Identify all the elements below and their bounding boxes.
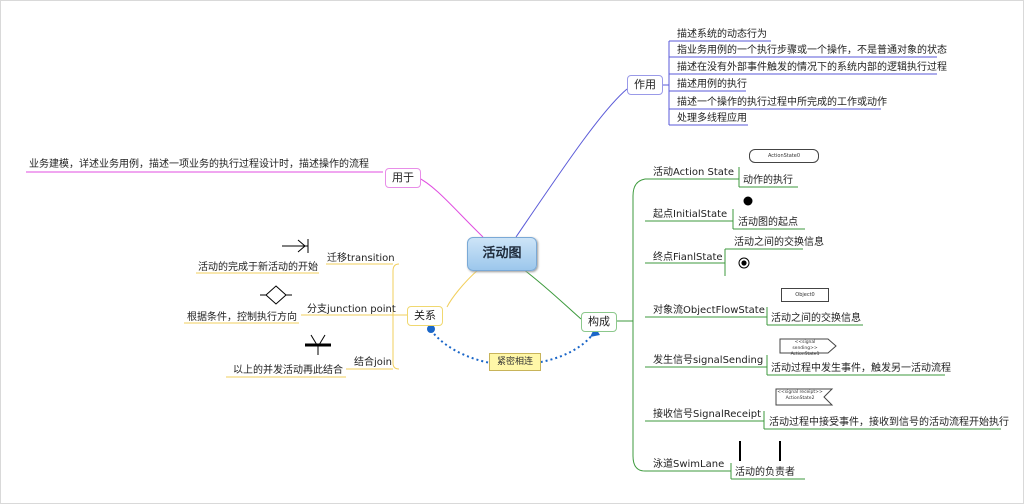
- goucheng-signalreceipt-name[interactable]: 接收信号SignalReceipt: [653, 409, 762, 420]
- goucheng-swimlane-desc[interactable]: 活动的负责者: [735, 467, 795, 478]
- zuoyong-item-6[interactable]: 处理多线程应用: [677, 113, 747, 124]
- goucheng-signalsending-name[interactable]: 发生信号signalSending: [653, 355, 764, 366]
- goucheng-signalsending-desc[interactable]: 活动过程中发生事件，触发另一活动流程: [771, 363, 951, 374]
- goucheng-objectflow-name[interactable]: 对象流ObjectFlowState: [653, 305, 765, 316]
- topic-zuoyong[interactable]: 作用: [627, 75, 663, 95]
- join-bar-icon: [301, 331, 335, 357]
- link-center-yongyu: [416, 176, 484, 238]
- goucheng-final-desc[interactable]: 活动之间的交换信息: [734, 237, 824, 248]
- transition-icon: [276, 236, 316, 256]
- yongyu-item-1[interactable]: 业务建模，详述业务用例，描述一项业务的执行过程设计时，描述操作的流程: [29, 159, 369, 170]
- signal-receipt-shape-label: <<signal receipt>> ActionState2: [777, 390, 823, 401]
- action-state-shape: ActionState0: [749, 149, 819, 163]
- guanxi-junction-desc[interactable]: 根据条件，控制执行方向: [187, 312, 297, 323]
- goucheng-action-desc[interactable]: 动作的执行: [743, 175, 793, 186]
- zuoyong-item-5[interactable]: 描述一个操作的执行过程中所完成的工作或动作: [677, 97, 887, 108]
- relation-label-tag[interactable]: 紧密相连: [489, 353, 541, 371]
- goucheng-item-underlines: [645, 167, 1001, 480]
- goucheng-objectflow-desc[interactable]: 活动之间的交换信息: [771, 313, 861, 324]
- junction-diamond-icon: [258, 282, 294, 308]
- zuoyong-item-4[interactable]: 描述用例的执行: [677, 79, 747, 90]
- topic-guanxi[interactable]: 关系: [407, 306, 443, 326]
- guanxi-transition-name[interactable]: 迁移transition: [327, 253, 395, 264]
- goucheng-final-name[interactable]: 终点FianlState: [653, 252, 723, 263]
- topic-yongyu[interactable]: 用于: [385, 168, 421, 188]
- initial-state-dot-icon: [741, 194, 755, 208]
- topic-goucheng[interactable]: 构成: [581, 312, 617, 332]
- object-flow-shape: Object0: [781, 288, 829, 302]
- guanxi-junction-name[interactable]: 分支junction point: [307, 304, 396, 315]
- goucheng-initial-desc[interactable]: 活动图的起点: [738, 217, 798, 228]
- link-center-guanxi: [446, 268, 480, 308]
- goucheng-initial-name[interactable]: 起点InitialState: [653, 209, 728, 220]
- goucheng-signalreceipt-desc[interactable]: 活动过程中接受事件，接收到信号的活动流程开始执行: [769, 417, 1009, 428]
- swimlane-icon: [736, 439, 786, 463]
- signal-receipt-notch-icon: [774, 387, 834, 407]
- goucheng-action-name[interactable]: 活动Action State: [653, 167, 734, 178]
- central-topic[interactable]: 活动图: [467, 237, 537, 271]
- link-center-zuoyong: [515, 88, 628, 238]
- zuoyong-item-2[interactable]: 指业务用例的一个执行步骤或一个操作，不是普通对象的状态: [677, 45, 947, 56]
- signal-sending-pentagon-icon: [778, 337, 838, 355]
- goucheng-swimlane-name[interactable]: 泳道SwimLane: [653, 459, 725, 470]
- guanxi-item-underlines: [184, 263, 393, 378]
- guanxi-transition-desc[interactable]: 活动的完成于新活动的开始: [198, 262, 318, 273]
- dotted-relation-arrowhead: [590, 327, 600, 337]
- zuoyong-item-underlines: [669, 40, 937, 126]
- guanxi-join-desc[interactable]: 以上的并发活动再此结合: [233, 365, 343, 376]
- signal-sending-shape-label: <<signal sending>> ActionState1: [790, 340, 820, 357]
- guanxi-bracket: [392, 263, 400, 370]
- final-state-bullseye-icon: [737, 256, 751, 270]
- guanxi-join-name[interactable]: 结合join: [354, 357, 393, 368]
- zuoyong-item-1[interactable]: 描述系统的动态行为: [677, 29, 767, 40]
- link-center-goucheng: [522, 268, 582, 320]
- dotted-relation-start-dot: [427, 325, 435, 333]
- goucheng-bracket: [632, 178, 646, 472]
- zuoyong-item-3[interactable]: 描述在没有外部事件触发的情况下的系统内部的逻辑执行过程: [677, 62, 947, 73]
